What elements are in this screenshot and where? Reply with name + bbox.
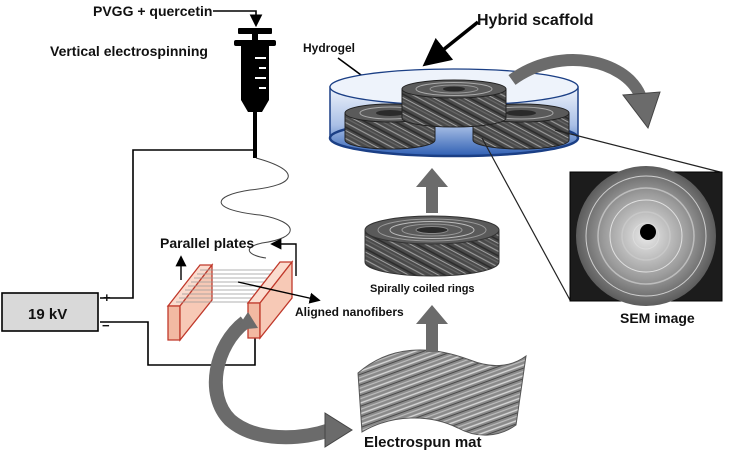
polymer-label: PVGG + quercetin xyxy=(93,3,212,19)
power-supply xyxy=(1,292,99,332)
hybrid-scaffold-arrow xyxy=(422,20,480,67)
hybrid-scaffold-label: Hybrid scaffold xyxy=(477,12,593,29)
spiral-ring xyxy=(364,215,500,277)
aligned-nanofibers-label: Aligned nanofibers xyxy=(295,305,404,319)
aligned-fiber-arrow xyxy=(237,281,321,304)
plus-terminal: + xyxy=(103,290,111,305)
sem-image xyxy=(569,166,723,306)
hydrogel-label: Hydrogel xyxy=(303,41,355,55)
parallel-plates xyxy=(166,260,294,342)
process-arrow-icon xyxy=(416,305,448,352)
syringe-icon xyxy=(234,28,276,158)
sem-connector-top xyxy=(554,129,721,173)
circuit-wires xyxy=(100,149,256,366)
curved-arrow-icon-2 xyxy=(508,54,661,130)
electrospun-mat xyxy=(357,349,527,436)
minus-terminal: − xyxy=(102,318,110,333)
plate-arrow-right xyxy=(270,238,297,276)
curved-arrow-icon xyxy=(208,312,353,448)
electrospun-mat-label: Electrospun mat xyxy=(364,434,482,450)
sem-image-label: SEM image xyxy=(620,310,695,326)
vertical-electrospinning-label: Vertical electrospinning xyxy=(50,43,208,59)
sem-connector-bottom xyxy=(481,137,571,301)
process-arrow-icon-2 xyxy=(416,168,448,213)
voltage-label: 19 kV xyxy=(28,306,67,323)
scaffold-ring-center xyxy=(401,79,507,128)
parallel-plates-label: Parallel plates xyxy=(160,235,254,251)
feed-arrow xyxy=(213,10,263,28)
electrospinning-jet xyxy=(220,157,291,259)
spiral-rings-label: Spirally coiled rings xyxy=(370,283,475,295)
